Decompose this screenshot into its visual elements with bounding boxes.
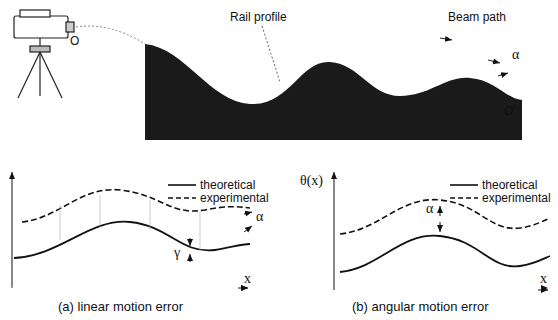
- point-label: O: [70, 34, 79, 48]
- beam-arrow: [440, 38, 452, 40]
- leader-line: [262, 26, 280, 82]
- axis-label: θ(x): [300, 174, 323, 188]
- legend-text: experimental: [482, 191, 551, 205]
- beam-arrow: [498, 73, 508, 76]
- angle-label: α: [256, 210, 263, 224]
- part-name: Beam path: [448, 10, 506, 24]
- axis-label: x: [540, 272, 547, 286]
- legend-text: theoretical: [200, 178, 255, 192]
- part-name: Rail profile: [230, 10, 287, 24]
- angle-label: γ: [174, 246, 180, 260]
- caption: (b) angular motion error: [352, 300, 489, 314]
- beam-line: [76, 26, 145, 44]
- rail-profile: [145, 44, 522, 140]
- legend-text: experimental: [200, 191, 269, 205]
- caption: (a) linear motion error: [58, 300, 183, 314]
- laser-instrument: [14, 10, 74, 98]
- angle-label: α: [512, 48, 519, 62]
- angle-label: α: [426, 202, 433, 216]
- legend-text: theoretical: [482, 178, 537, 192]
- point-label: O': [504, 104, 516, 118]
- plot-b: [334, 172, 550, 290]
- beam-arrow: [488, 60, 500, 63]
- axis-label: x: [244, 272, 251, 286]
